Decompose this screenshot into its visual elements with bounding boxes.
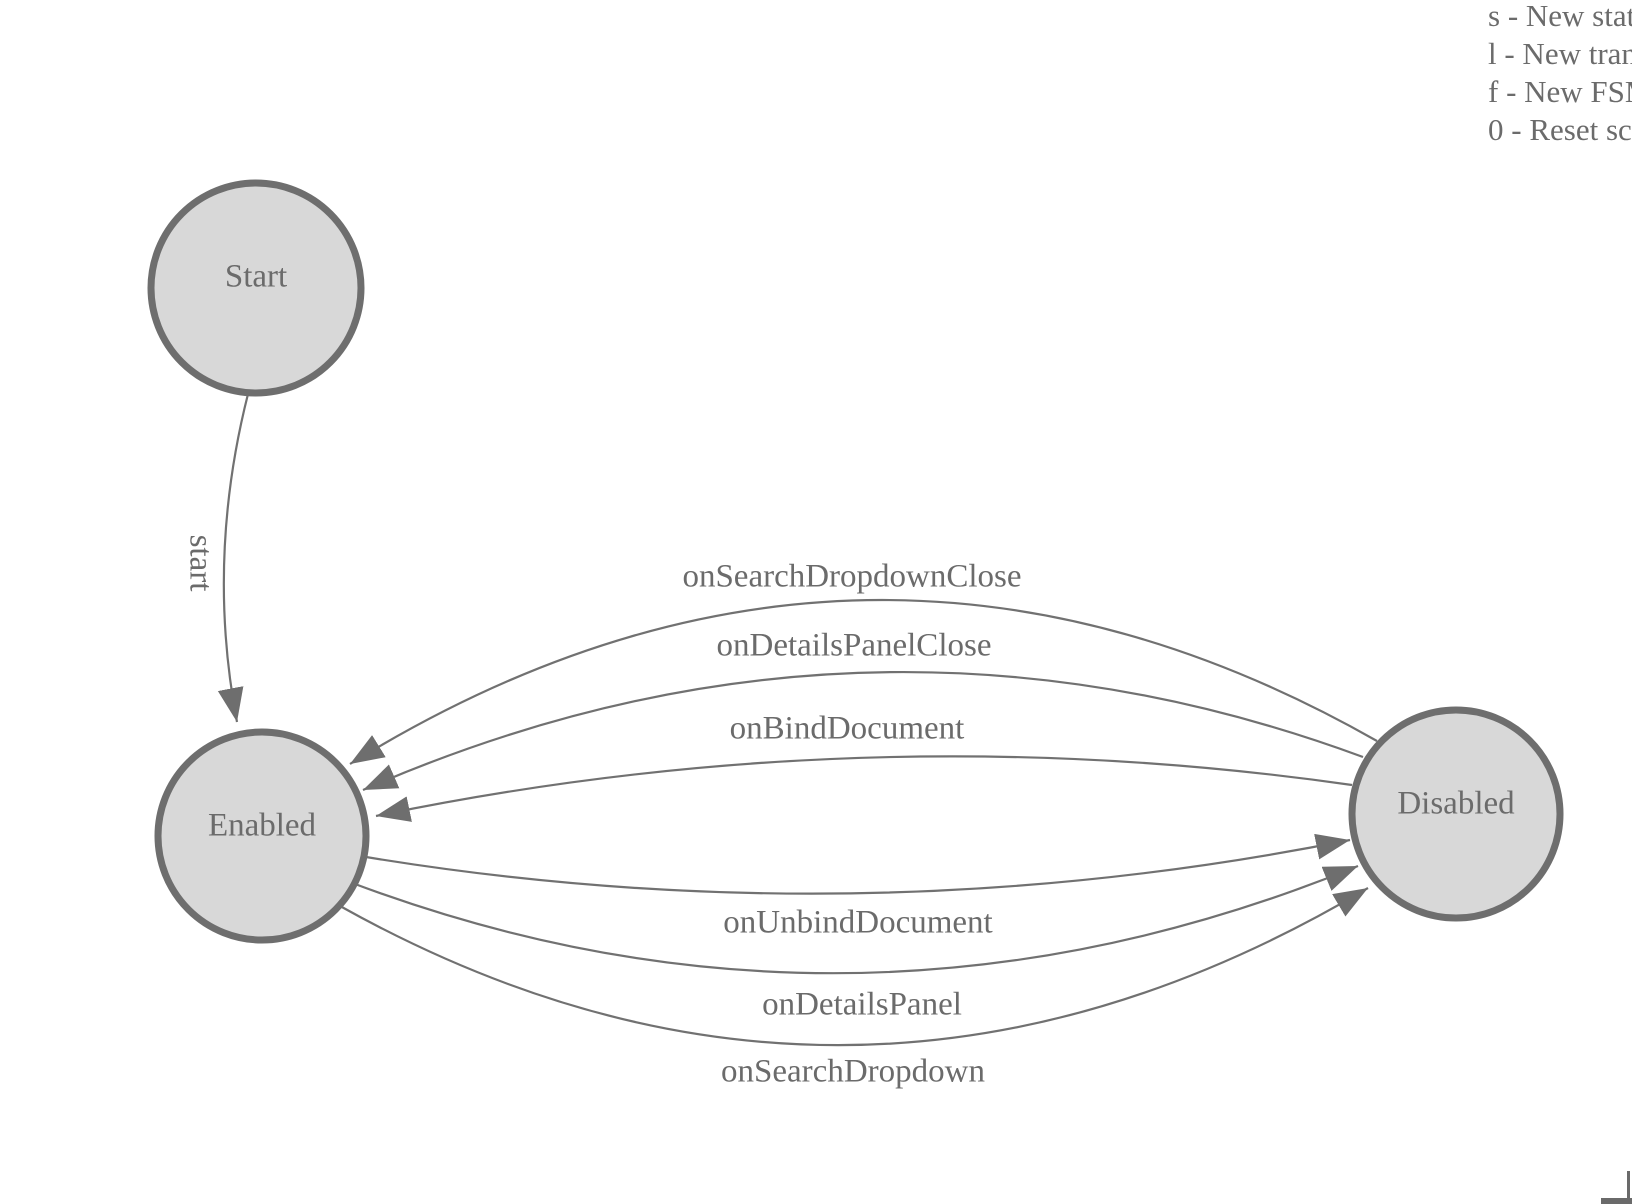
transition-edge-onsearchdropdown[interactable]: [339, 887, 1369, 1047]
legend-line-reset: 0 - Reset scale: [1488, 112, 1632, 147]
legend-line-new-state: s - New state: [1488, 0, 1632, 33]
transition-label-onunbinddocument: onUnbindDocument: [723, 904, 993, 941]
transition-label-start: start: [182, 534, 219, 592]
transition-label-ondetailspanel: onDetailsPanel: [762, 986, 962, 1023]
state-label-enabled: Enabled: [207, 807, 317, 844]
transition-label-onsearchdropdown: onSearchDropdown: [721, 1053, 985, 1090]
state-node-disabled[interactable]: [1348, 706, 1564, 922]
frame-corner-vertical-line: [1627, 1171, 1630, 1204]
legend-line-new-fsm: f - New FSM: [1488, 74, 1632, 109]
transition-label-onsearchdropdownclose: onSearchDropdownClose: [682, 558, 1022, 595]
state-label-start: Start: [224, 258, 288, 295]
transition-label-ondetailspanelclose: onDetailsPanelClose: [716, 627, 992, 664]
state-label-disabled: Disabled: [1397, 785, 1515, 822]
state-node-start[interactable]: [147, 179, 365, 397]
transition-edge-onunbinddocument[interactable]: [365, 833, 1351, 895]
frame-corner-horizontal-line: [1601, 1198, 1632, 1204]
transition-edge-onbinddocument[interactable]: [375, 755, 1353, 822]
transition-edge-ondetailspanelclose[interactable]: [362, 670, 1364, 792]
legend-line-new-transition: l - New transition: [1488, 36, 1632, 71]
transition-edge-start[interactable]: [217, 393, 250, 723]
transition-edge-ondetailspanel[interactable]: [354, 864, 1359, 975]
state-node-enabled[interactable]: [154, 728, 370, 944]
hotkey-legend: s - New state l - New transition f - New…: [1488, 0, 1632, 149]
transition-edge-onsearchdropdownclose[interactable]: [349, 599, 1378, 765]
transition-label-onbinddocument: onBindDocument: [729, 710, 965, 747]
